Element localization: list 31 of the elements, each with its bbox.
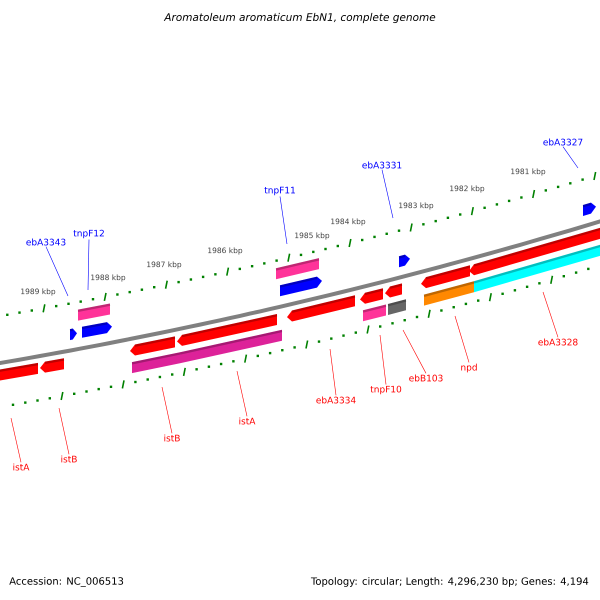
- gene-label: istA: [239, 418, 256, 424]
- gene-label: ebA3331: [362, 162, 402, 168]
- leader-line: [380, 334, 386, 385]
- gene-label: tnpF10: [370, 386, 402, 394]
- leader-line: [330, 348, 336, 396]
- gene-label: istB: [61, 456, 77, 462]
- title: Aromatoleum aromaticum EbN1, complete genome: [164, 12, 436, 24]
- leader-line: [58, 408, 70, 455]
- leader-line: [542, 292, 558, 338]
- gene-label: ebA3334: [316, 396, 356, 404]
- gene-label: npd: [461, 364, 477, 372]
- gene-label: ebB103: [409, 374, 443, 382]
- leader-line: [280, 196, 288, 244]
- leader-line: [236, 370, 248, 417]
- leader-line: [46, 246, 68, 296]
- leader-line: [562, 146, 578, 168]
- gene-label: istA: [13, 464, 30, 470]
- accession-text: Accession: NC_006513: [9, 577, 124, 587]
- gene-label: tnpF11: [264, 186, 295, 196]
- leader-line: [454, 316, 470, 363]
- gene-label: ebA3343: [26, 238, 66, 246]
- gene-label: ebA3328: [538, 338, 578, 346]
- gene-label: ebA3327: [543, 138, 582, 146]
- gene-label: tnpF12: [73, 230, 104, 238]
- leader-line: [402, 330, 426, 374]
- gene-label: istB: [164, 434, 180, 442]
- genome-info-text: Topology: circular; Length: 4,296,230 bp; Genes: 4,194: [310, 577, 588, 587]
- leader-line: [382, 169, 394, 218]
- leader-line: [88, 239, 90, 290]
- leader-line: [10, 418, 22, 463]
- leader-line: [162, 386, 172, 434]
